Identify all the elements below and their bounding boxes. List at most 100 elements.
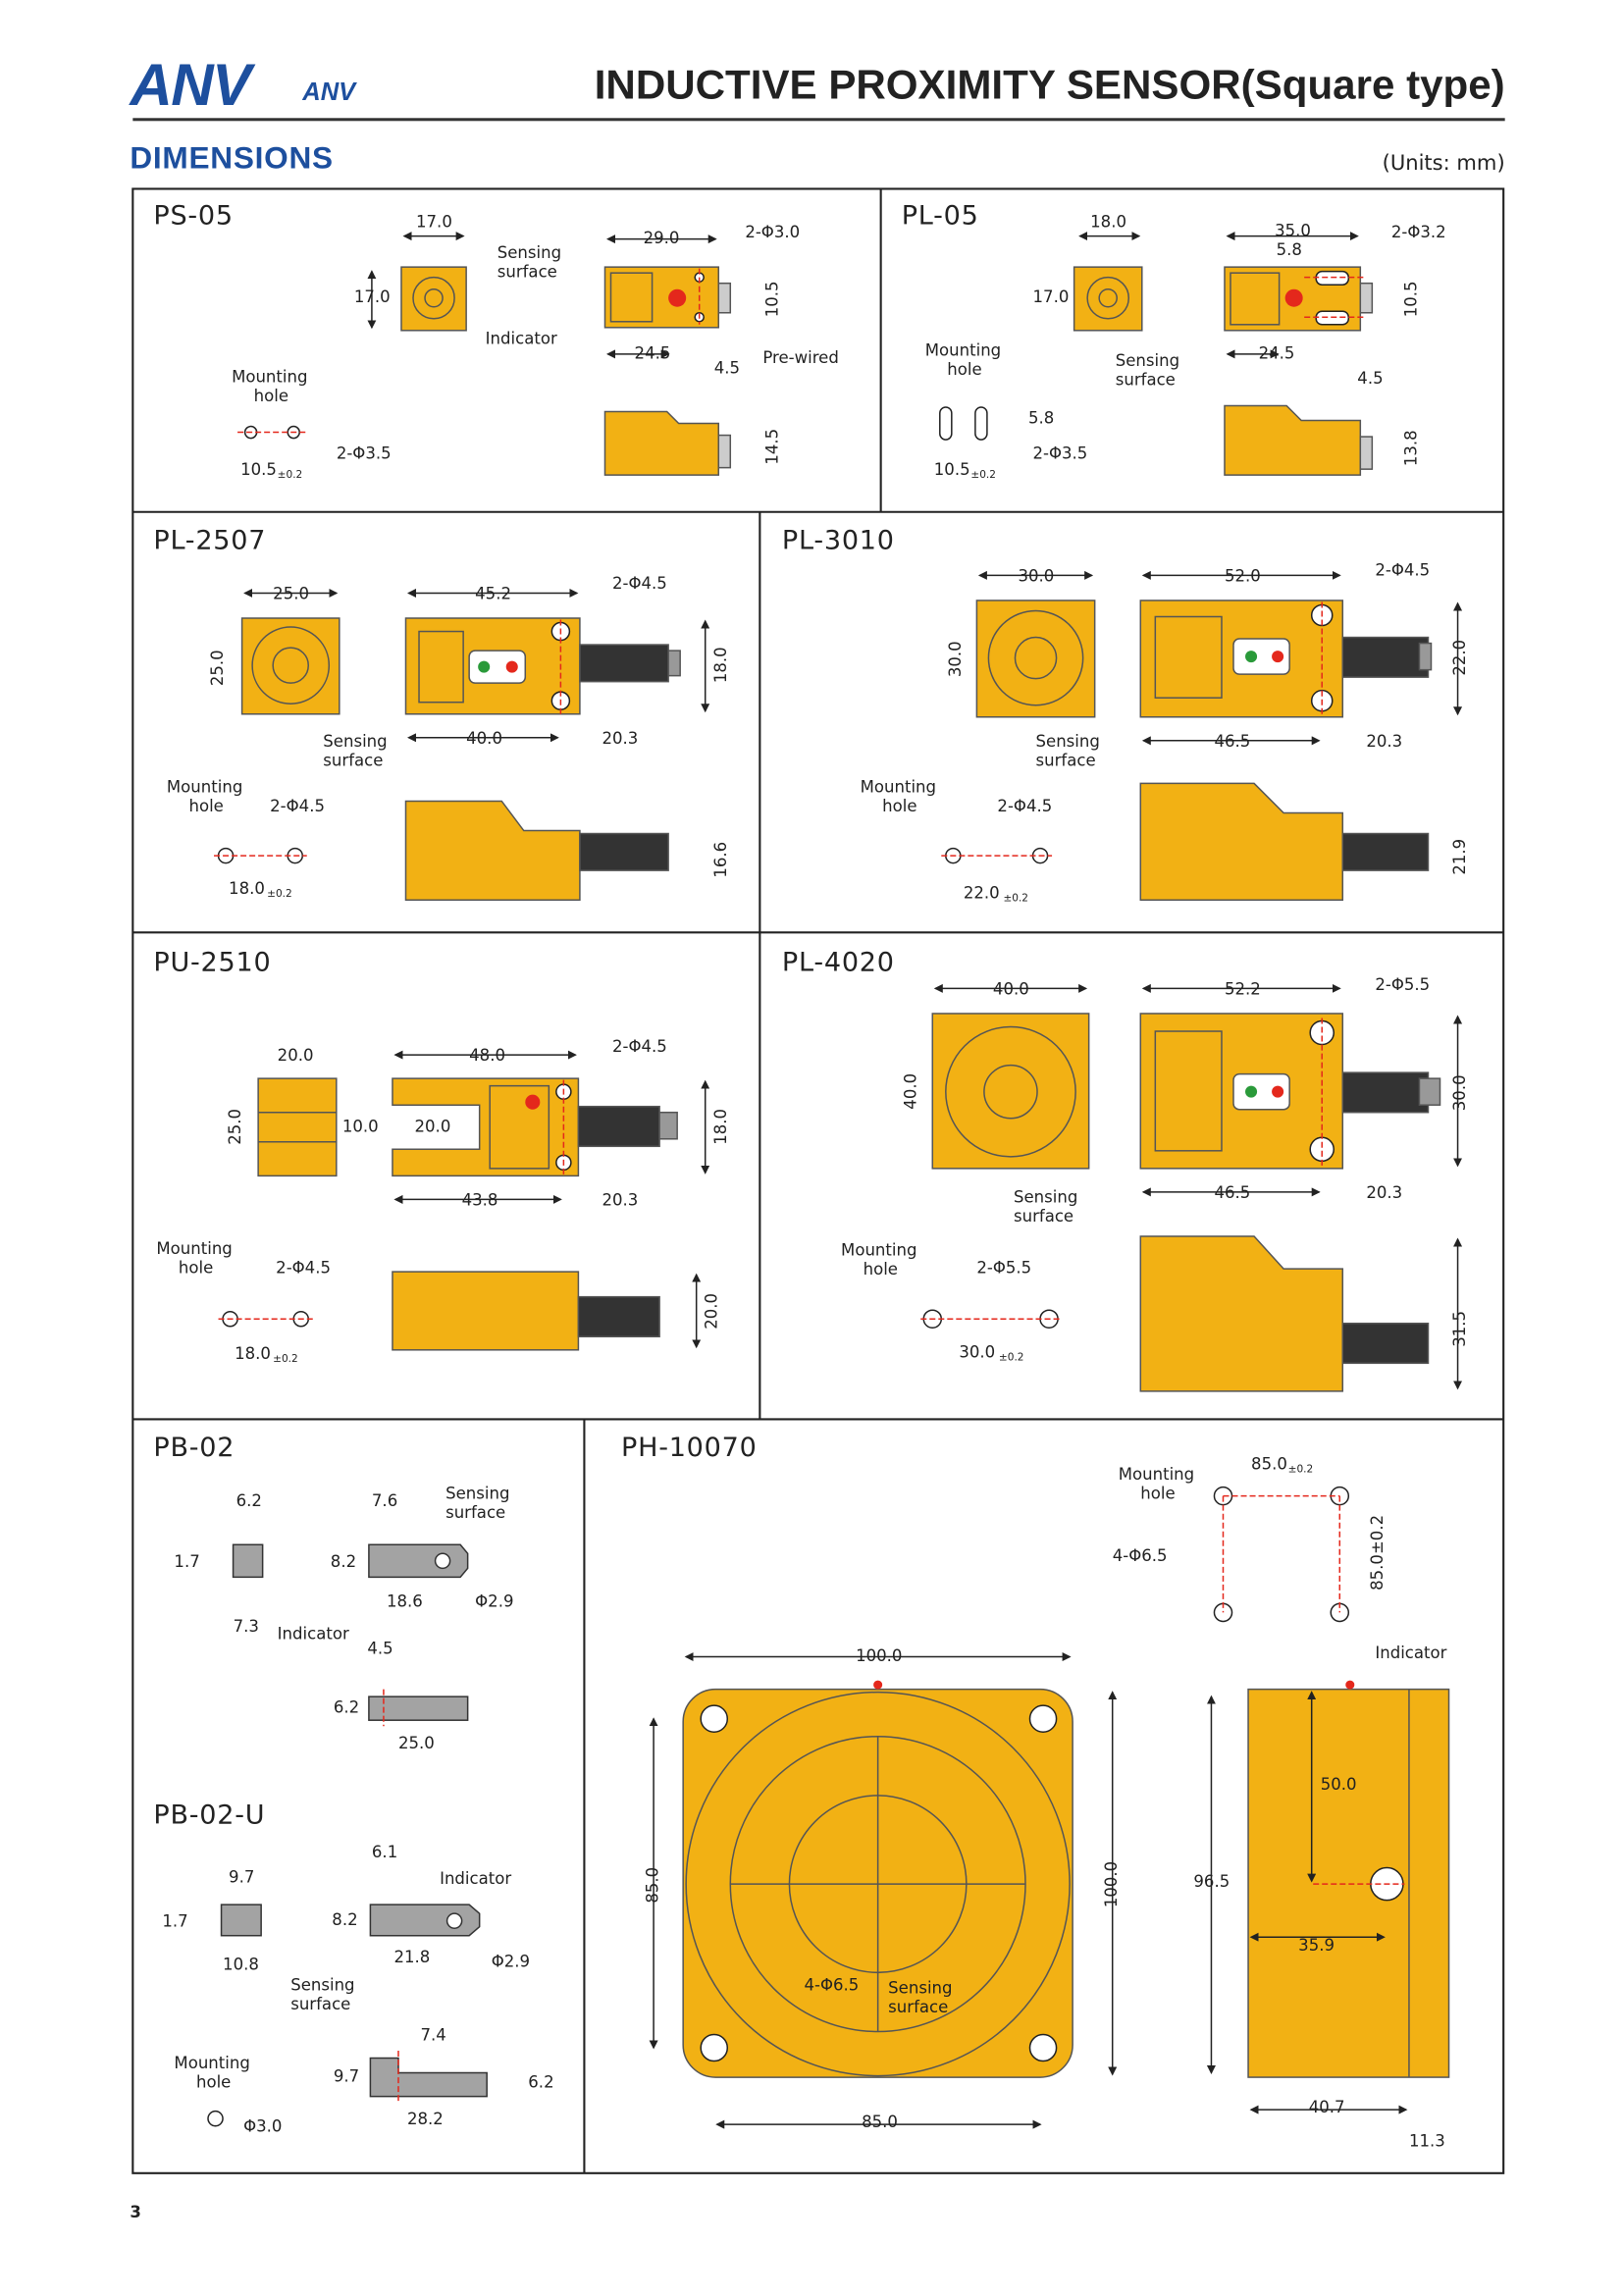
dim-label: 2-Φ3.0	[745, 223, 801, 242]
brand-logo-small: ANV	[302, 78, 356, 107]
callout-label: hole	[1140, 1484, 1176, 1504]
dim-label: 29.0	[643, 229, 680, 248]
dim-label: 5.8	[1276, 240, 1302, 260]
dim-label: 6.1	[371, 1842, 398, 1862]
dim-label: 20.3	[602, 1190, 639, 1210]
callout-label: Mounting	[156, 1239, 233, 1259]
dim-label: 24.5	[1258, 343, 1295, 363]
dim-label: 2-Φ5.5	[976, 1258, 1032, 1278]
dim-label: 1.7	[162, 1911, 188, 1932]
dim-label: 25.0	[208, 650, 228, 687]
callout-label: Indicator	[485, 329, 557, 348]
dim-label: 40.7	[1308, 2098, 1345, 2117]
tolerance: ±0.2	[970, 469, 996, 482]
page-title: INDUCTIVE PROXIMITY SENSOR(Square type)	[594, 62, 1505, 108]
dim-label: 7.4	[420, 2025, 446, 2045]
callout-label: Mounting	[174, 2054, 250, 2073]
dim-label: 85.0	[1251, 1454, 1287, 1475]
dim-label: 40.0	[466, 728, 502, 749]
dim-label: 16.6	[710, 841, 731, 878]
callout-label: Sensing	[1035, 731, 1100, 752]
callout-label: hole	[863, 1260, 898, 1279]
dim-label: 2-Φ3.5	[1032, 444, 1088, 464]
dim-label: 50.0	[1320, 1774, 1357, 1795]
dim-label: 9.7	[229, 1867, 255, 1888]
callout-label: surface	[1035, 751, 1096, 770]
dim-label: 85.0	[862, 2113, 898, 2132]
tolerance: ±0.2	[998, 1351, 1024, 1364]
panel-title-pl2507: PL-2507	[153, 525, 267, 556]
dim-label: 7.6	[371, 1491, 398, 1511]
callout-label: Mounting	[841, 1240, 917, 1261]
dim-label: 2-Φ4.5	[1375, 560, 1431, 580]
dim-label: 52.0	[1224, 566, 1261, 586]
callout-label: Sensing	[1115, 350, 1180, 371]
dim-label: 14.5	[762, 428, 782, 465]
panel-title-pl3010: PL-3010	[781, 525, 895, 556]
panel-title-ps05: PS-05	[153, 200, 234, 233]
callout-label: hole	[882, 796, 917, 816]
dim-label: 31.5	[1450, 1310, 1470, 1347]
callout-label: hole	[947, 359, 982, 380]
callout-label: hole	[178, 1258, 214, 1278]
dim-label: 25.0	[273, 584, 310, 603]
dim-label: 6.2	[236, 1491, 262, 1511]
dim-label: 2-Φ4.5	[611, 1037, 667, 1057]
callout-label: surface	[1115, 370, 1176, 390]
callout-label: hole	[195, 2072, 232, 2093]
frame	[131, 187, 1505, 2174]
dim-label: 4.5	[1357, 368, 1384, 389]
panel-title-pu2510: PU-2510	[153, 947, 272, 978]
dim-label: 2-Φ5.5	[1375, 974, 1431, 995]
center-lines	[214, 268, 1405, 2103]
dim-label: 20.3	[1366, 731, 1403, 752]
dim-label: 13.8	[1401, 430, 1421, 467]
tolerance: ±0.2	[267, 888, 292, 901]
callout-label: Mounting	[924, 340, 1002, 360]
dim-label: 8.2	[330, 1551, 357, 1572]
dim-label: 7.3	[233, 1616, 259, 1637]
dim-label: 85.0±0.2	[1367, 1514, 1387, 1591]
panel-title-ph10070: PH-10070	[621, 1432, 758, 1464]
tolerance: ±0.2	[1003, 892, 1029, 905]
dim-label: 40.0	[901, 1072, 921, 1110]
dim-label: 1.7	[174, 1551, 200, 1572]
dim-label: 2-Φ3.2	[1390, 223, 1446, 242]
callout-label: Indicator	[277, 1624, 349, 1644]
dim-label: 28.2	[406, 2110, 444, 2129]
dim-label: 22.0	[1450, 639, 1470, 676]
dim-label: 20.0	[277, 1046, 314, 1066]
dim-label: 43.8	[461, 1190, 498, 1210]
dim-label: 46.5	[1214, 731, 1251, 752]
dim-label: 52.2	[1224, 979, 1261, 999]
tolerance: ±0.2	[273, 1352, 298, 1365]
panel-title-pl05: PL-05	[901, 200, 979, 233]
dim-label: 18.0	[710, 1108, 731, 1145]
dim-label: 2-Φ4.5	[276, 1258, 331, 1278]
callout-label: Sensing	[888, 1978, 953, 1998]
dim-label: 35.9	[1298, 1935, 1335, 1956]
dim-label: 4.5	[713, 358, 741, 378]
dim-label: 9.7	[333, 2066, 360, 2087]
callout-label: Mounting	[860, 777, 937, 797]
dim-label: Φ3.0	[243, 2116, 283, 2137]
callout-label: Sensing	[497, 243, 562, 263]
callout-label: surface	[497, 262, 557, 283]
callout-label: Mounting	[1118, 1465, 1195, 1485]
dim-label: 46.5	[1214, 1182, 1251, 1203]
dim-label: 4-Φ6.5	[804, 1975, 860, 1995]
dim-label: 30.0	[1450, 1074, 1470, 1112]
dim-label: 17.0	[353, 287, 391, 307]
dim-label: 100.0	[856, 1646, 903, 1666]
dim-label: 30.0	[945, 641, 966, 678]
dim-label: 10.5	[933, 460, 970, 480]
dim-label: 2-Φ3.5	[336, 444, 392, 464]
dim-label: 20.0	[414, 1117, 451, 1136]
callout-label: Sensing	[1013, 1187, 1078, 1207]
header-divider	[132, 118, 1505, 121]
callout-label: Sensing	[445, 1484, 510, 1504]
callout-label: Pre-wired	[762, 347, 839, 368]
dim-label: 45.2	[475, 584, 511, 603]
callout-label: surface	[323, 751, 384, 770]
dim-label: 18.0	[710, 647, 731, 684]
